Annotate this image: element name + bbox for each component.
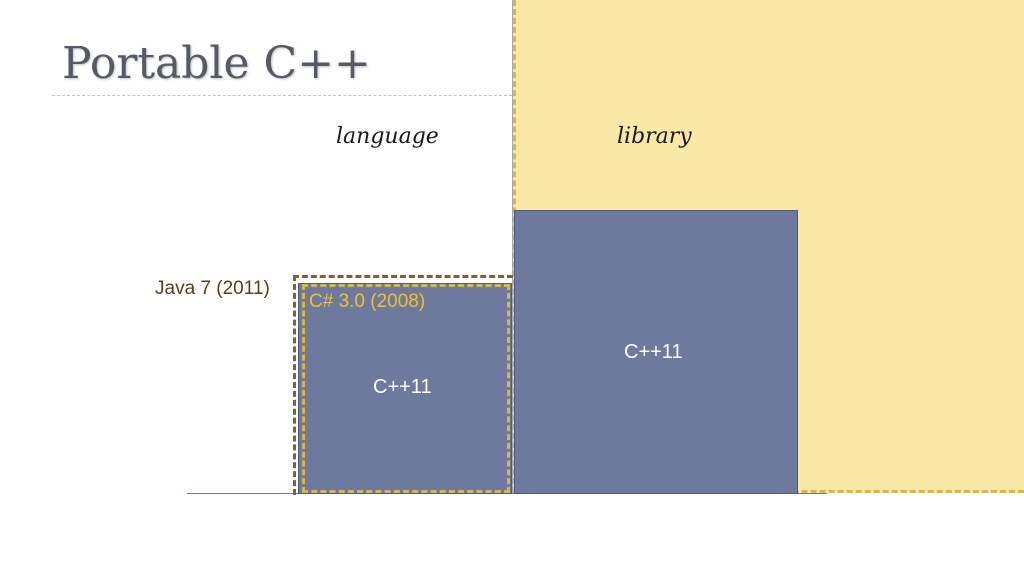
- language-column-label: language: [336, 124, 439, 149]
- java7-outline: [293, 275, 513, 495]
- csharp3-label: C# 3.0 (2008): [309, 291, 426, 312]
- library-column-label: library: [617, 124, 692, 149]
- language-library-divider: [512, 0, 513, 493]
- title-underline: [52, 95, 512, 96]
- cpp11-language-label: C++11: [373, 376, 432, 398]
- slide-title: Portable C++: [62, 38, 371, 89]
- cpp11-library-bar: [514, 210, 798, 494]
- java7-label: Java 7 (2011): [155, 278, 270, 299]
- csharp3-outline: [302, 284, 510, 493]
- cpp11-language-bar: [298, 283, 512, 494]
- cpp11-library-label: C++11: [624, 341, 683, 363]
